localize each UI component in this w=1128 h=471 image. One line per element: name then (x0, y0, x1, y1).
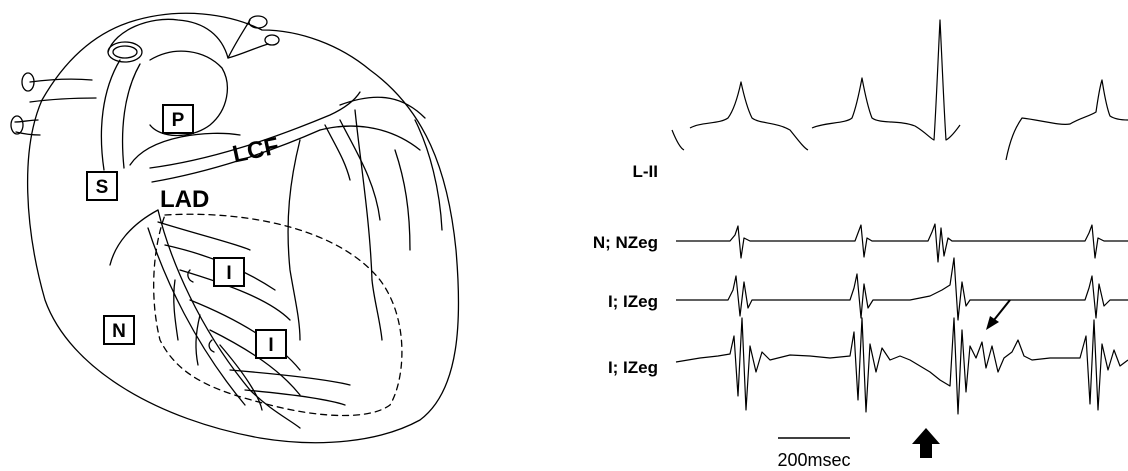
trace-label-lii: L-II (633, 162, 659, 181)
heart-outline (28, 13, 459, 442)
svg-text:N: N (112, 321, 126, 342)
box-label-n: N (104, 316, 134, 344)
svg-text:P: P (172, 110, 185, 131)
vessel-label-lad: LAD (160, 186, 209, 213)
heart-diagram (11, 13, 459, 442)
trace-waveform-izeg-1 (676, 258, 1128, 320)
trace-waveform-lii (672, 20, 1128, 160)
box-label-i-upper: I (214, 258, 244, 286)
svg-text:I: I (268, 335, 273, 356)
trace-waveform-izeg-2 (676, 318, 1128, 414)
up-arrow-icon (912, 428, 940, 458)
box-label-i-lower: I (256, 330, 286, 358)
diagonal-arrow-icon (986, 300, 1010, 330)
trace-label-nzeg: N; NZeg (593, 233, 658, 252)
scale-bar-label: 200msec (777, 450, 850, 470)
box-label-p: P (163, 105, 193, 133)
svg-text:I: I (226, 263, 231, 284)
trace-label-izeg-1: I; IZeg (608, 292, 658, 311)
svg-text:S: S (96, 177, 109, 198)
trace-label-izeg-2: I; IZeg (608, 358, 658, 377)
infarct-zone-outline (154, 214, 402, 415)
box-label-s: S (87, 172, 117, 200)
vessel-label-lcf: LCF (230, 132, 281, 168)
trace-waveform-nzeg (676, 224, 1128, 262)
